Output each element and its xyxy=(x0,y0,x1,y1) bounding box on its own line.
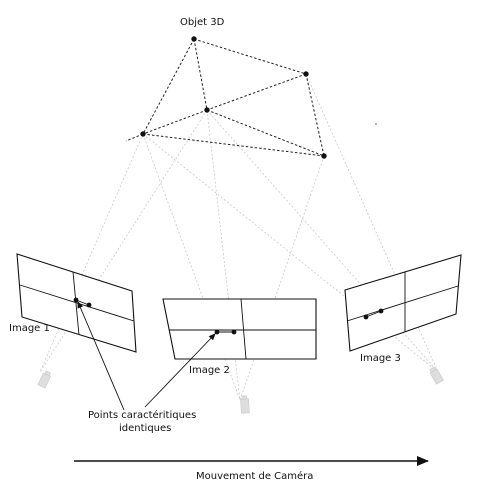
camera-3 xyxy=(429,366,444,385)
image-3-plane xyxy=(344,254,462,352)
ray xyxy=(142,133,241,401)
image-2-label: Image 2 xyxy=(189,365,230,376)
points-label-line2: identiques xyxy=(119,423,171,434)
camera-1 xyxy=(37,370,51,389)
image-2-plane xyxy=(162,298,317,360)
camera-2 xyxy=(240,395,250,414)
points-label-line1: Points caractéritiques xyxy=(88,409,196,421)
object-vertex xyxy=(303,71,309,77)
ray xyxy=(142,133,439,373)
object-vertex xyxy=(191,36,197,42)
image-1-label: Image 1 xyxy=(9,323,50,334)
ray xyxy=(39,133,144,373)
ray xyxy=(206,109,241,401)
image-1-plane xyxy=(16,253,137,353)
object-vertex xyxy=(204,107,210,113)
ray xyxy=(239,155,325,401)
annotation-pointers xyxy=(77,301,216,411)
motion-label: Mouvement de Caméra xyxy=(196,470,313,482)
image-3-label: Image 3 xyxy=(360,353,401,364)
object-label: Objet 3D xyxy=(180,17,225,28)
stray-dot xyxy=(375,123,377,125)
3d-object xyxy=(125,36,327,159)
object-vertex xyxy=(321,153,327,159)
projection-rays xyxy=(39,73,439,401)
object-vertex xyxy=(140,131,146,137)
